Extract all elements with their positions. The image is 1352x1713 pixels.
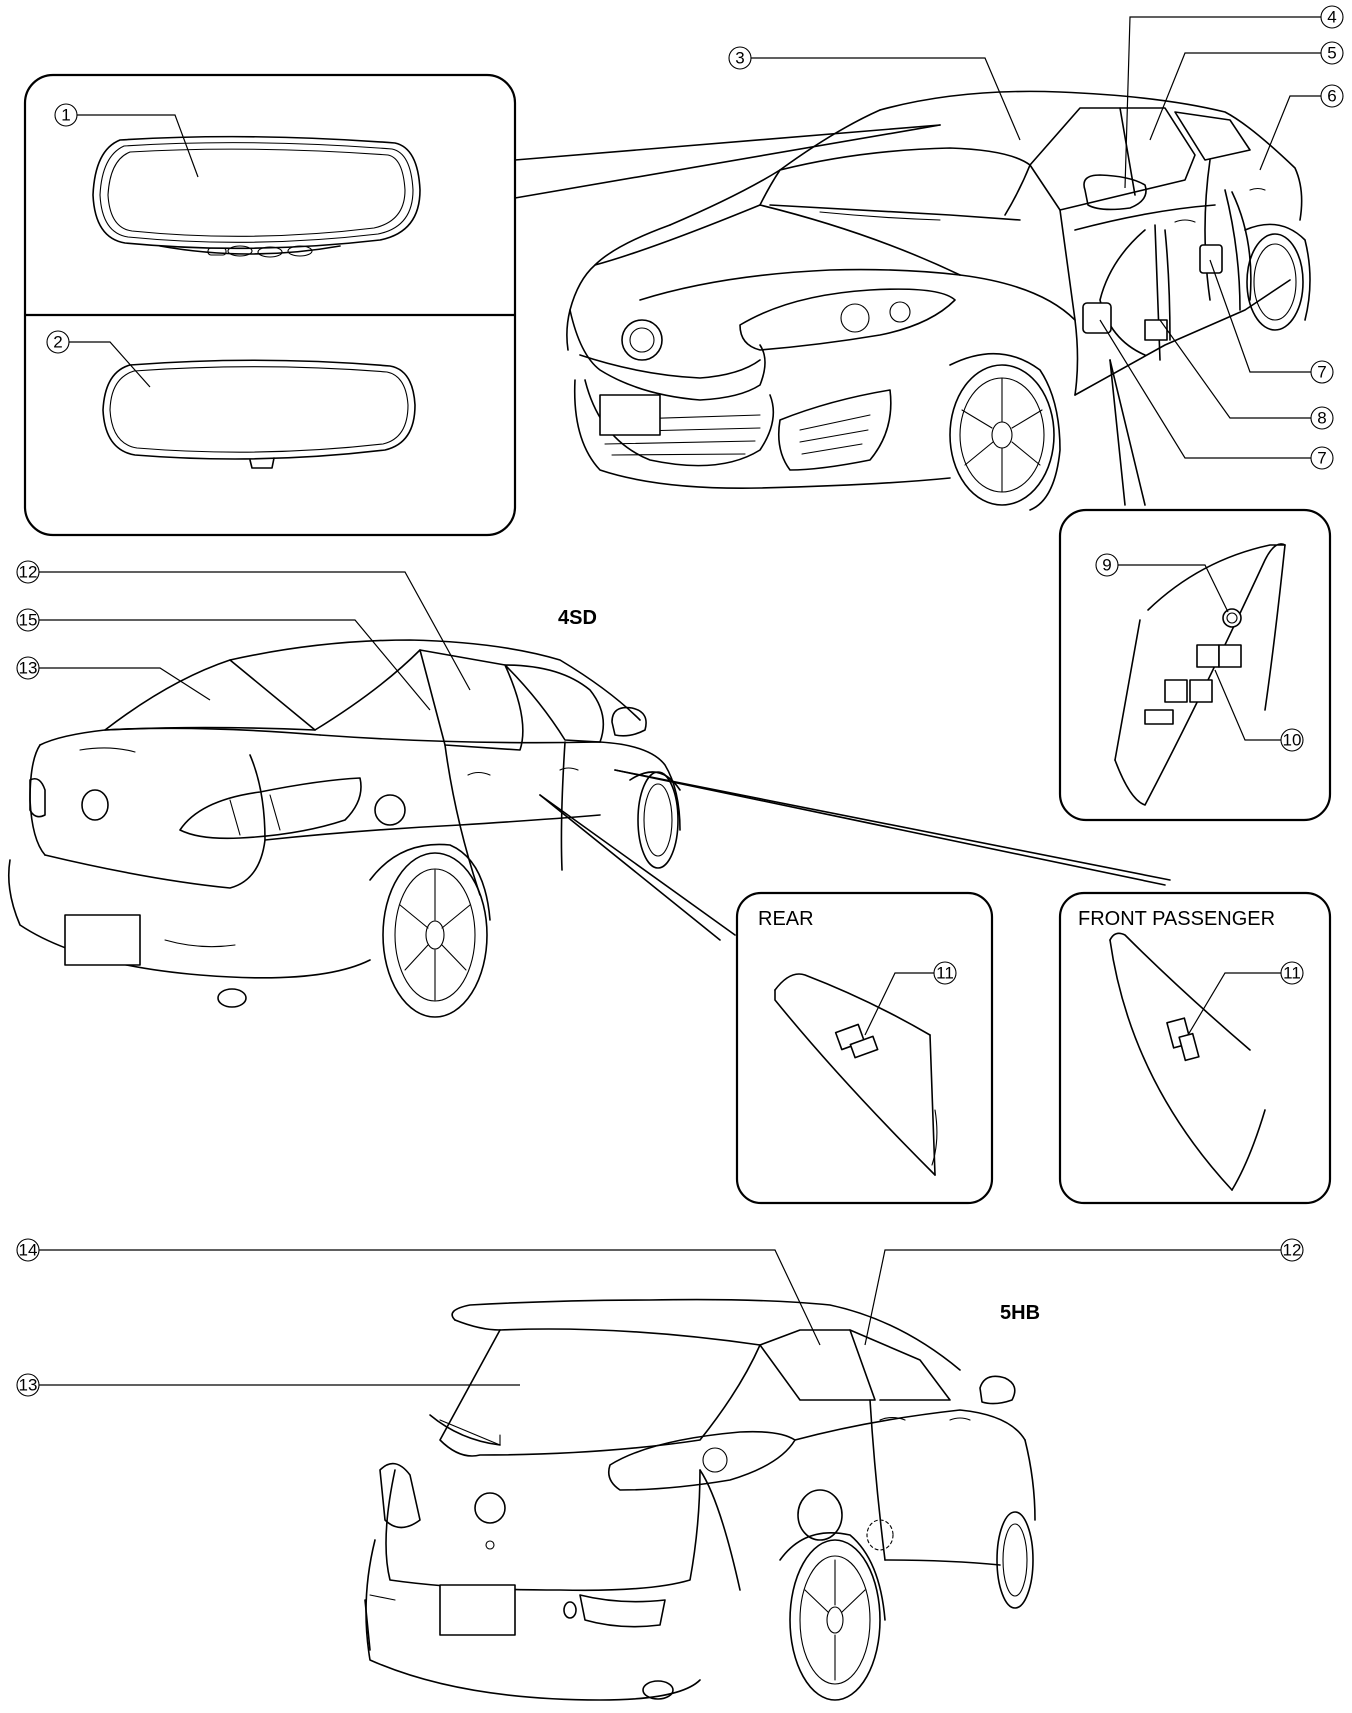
svg-text:13: 13: [19, 659, 38, 678]
svg-text:12: 12: [19, 563, 38, 582]
svg-text:13: 13: [19, 1376, 38, 1395]
auto-dimming-mirror: [92, 135, 421, 258]
callout-3: 3: [728, 46, 1021, 141]
callout-11-rear: 11: [864, 961, 957, 1036]
svg-text:6: 6: [1327, 87, 1336, 106]
standard-mirror: [102, 359, 416, 469]
front-passenger-switch-inset: FRONT PASSENGER 11: [1058, 891, 1332, 1205]
callout-11-front: 11: [1187, 961, 1304, 1036]
svg-text:1: 1: [61, 106, 70, 125]
callout-5: 5: [1149, 41, 1344, 141]
driver-switch-inset: 9 10: [1058, 508, 1332, 822]
callout-15: 15: [16, 608, 431, 711]
svg-text:4: 4: [1327, 8, 1336, 27]
svg-text:5: 5: [1327, 44, 1336, 63]
callout-8: 8: [1159, 319, 1334, 430]
callout-7-upper: 7: [1209, 259, 1334, 384]
callout-9: 9: [1095, 553, 1229, 613]
callout-13-sedan: 13: [16, 656, 211, 701]
switch-connector-line: [1109, 359, 1126, 506]
callout-7-lower: 7: [1099, 319, 1334, 470]
svg-text:11: 11: [1283, 964, 1301, 983]
front-switch-connector: [614, 769, 1166, 886]
svg-text:15: 15: [19, 611, 38, 630]
callout-12-sedan: 12: [16, 560, 471, 691]
svg-text:9: 9: [1102, 556, 1111, 575]
callout-4: 4: [1124, 5, 1344, 189]
callout-1: 1: [54, 103, 199, 178]
callout-14: 14: [16, 1238, 821, 1346]
front-passenger-switch-frame: [1058, 891, 1332, 1205]
rear-switch-connector: [539, 794, 736, 936]
window-regulator-rear: [1199, 189, 1252, 311]
front-switch-connector: [614, 769, 1171, 881]
sedan-label: 4SD: [558, 607, 597, 629]
callout-6: 6: [1259, 84, 1344, 171]
svg-text:14: 14: [19, 1241, 38, 1260]
rear-switch-connector: [539, 794, 721, 941]
svg-text:8: 8: [1317, 409, 1326, 428]
front-passenger-switch-label: FRONT PASSENGER: [1078, 908, 1275, 930]
rear-switch-frame: [735, 891, 994, 1205]
callout-13-hatchback: 13: [16, 1373, 520, 1397]
rear-switch-label: REAR: [758, 908, 814, 930]
mirror-inset: 1 2: [23, 73, 941, 537]
callout-2: 2: [46, 330, 151, 388]
mirror-connector-line: [514, 124, 941, 161]
window-regulator-front: [1082, 224, 1171, 361]
rear-switch-inset: REAR 11: [735, 891, 994, 1205]
mirror-inset-frame: [23, 73, 517, 537]
sedan-illustration: 4SD: [7, 607, 1171, 1018]
svg-text:7: 7: [1317, 363, 1326, 382]
hatchback-illustration: 5HB: [364, 1298, 1040, 1701]
switch-connector-line: [1109, 359, 1146, 506]
callout-12-hatchback: 12: [864, 1238, 1304, 1346]
svg-text:11: 11: [936, 964, 954, 983]
svg-text:2: 2: [53, 333, 62, 352]
svg-text:7: 7: [1317, 449, 1326, 468]
svg-text:3: 3: [735, 49, 744, 68]
mirror-connector-line: [514, 124, 941, 199]
svg-text:12: 12: [1283, 1241, 1302, 1260]
hatchback-label: 5HB: [1000, 1302, 1040, 1324]
front-car-illustration: [566, 90, 1311, 511]
callout-10: 10: [1214, 669, 1304, 752]
svg-text:10: 10: [1283, 731, 1302, 750]
driver-switch-frame: [1058, 508, 1332, 822]
